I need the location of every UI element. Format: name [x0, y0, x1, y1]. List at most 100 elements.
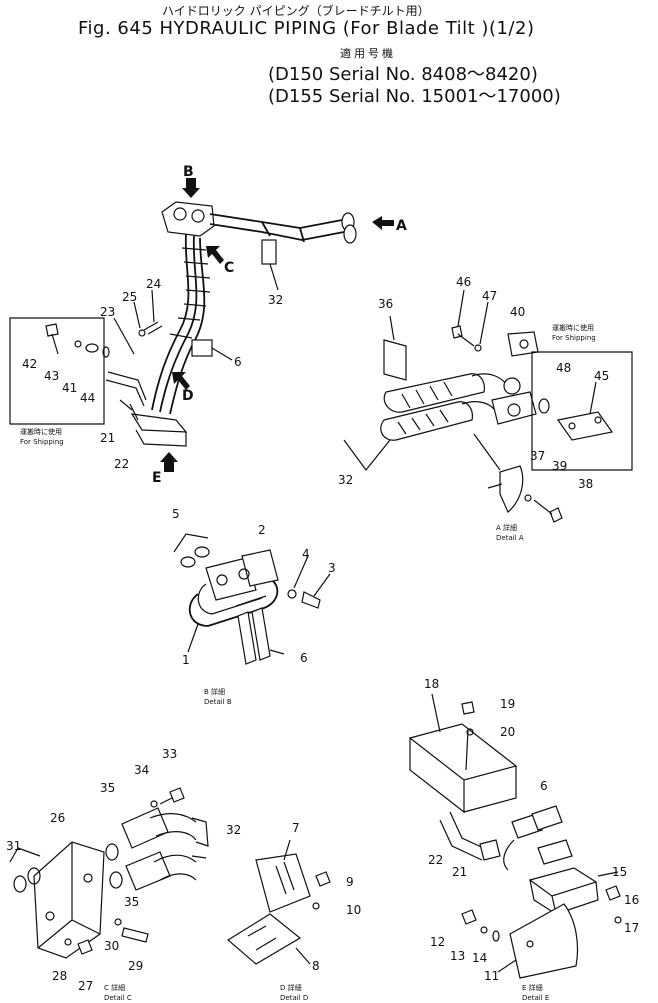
leader-21 — [119, 399, 133, 411]
figure-title: Fig. 645 HYDRAULIC PIPING (For Blade Til… — [78, 18, 535, 39]
oring-35a — [105, 843, 119, 861]
main-assembly — [9, 178, 394, 472]
part-26: 26 — [50, 811, 65, 825]
part-31: 31 — [6, 839, 21, 853]
arrow-label-a: A — [396, 218, 407, 234]
fitting-41 — [85, 343, 99, 353]
part-39: 39 — [552, 459, 567, 473]
bolt-16 — [605, 885, 621, 901]
serial-range-d155: (D155 Serial No. 15001～17000) — [268, 86, 561, 107]
detail-d — [226, 839, 331, 965]
washer-47 — [474, 344, 482, 352]
hose-2 — [159, 235, 198, 413]
part-22: 22 — [114, 457, 129, 471]
leader-4 — [293, 555, 309, 589]
leader-32-a — [343, 439, 391, 471]
leader-11 — [497, 959, 517, 973]
shipping-note-en: For Shipping — [20, 438, 64, 446]
shipping-box-a — [531, 351, 633, 471]
flange-a — [491, 391, 537, 425]
plate-45-hole — [594, 416, 602, 424]
washer-43 — [74, 340, 82, 348]
part-12: 12 — [430, 935, 445, 949]
washer-10 — [312, 902, 320, 910]
part-47: 47 — [482, 289, 497, 303]
clamp-8 — [226, 913, 302, 965]
block-26-hole — [83, 873, 93, 883]
pipe-upper — [209, 213, 343, 229]
pipe-lower — [209, 223, 345, 241]
part-45: 45 — [594, 369, 609, 383]
oring-31b — [27, 867, 41, 885]
pipe-c-bends — [149, 813, 197, 881]
part-13: 13 — [450, 949, 465, 963]
washer-34 — [150, 800, 158, 808]
leader-36 — [389, 315, 395, 341]
part-2: 2 — [258, 523, 266, 537]
hose-1 — [151, 233, 190, 411]
block-15-sides — [529, 879, 599, 916]
part-48: 48 — [556, 361, 571, 375]
detail-d-jp: D 詳細 — [280, 983, 302, 992]
tube-21-22 — [105, 371, 147, 407]
leader-24 — [151, 289, 155, 323]
part-25: 25 — [122, 290, 137, 304]
bracket-36 — [383, 339, 407, 381]
leader-15 — [597, 871, 619, 877]
applicable-models-jp: 適用号機 — [340, 47, 396, 60]
fitting-6-top — [235, 595, 267, 607]
plate-45-hole — [568, 422, 576, 430]
detail-a-jp: A 詳細 — [496, 523, 517, 532]
arrow-label-c: C — [224, 260, 234, 276]
bolt-9 — [315, 871, 331, 887]
pipe-flange — [343, 224, 357, 244]
bolt-27 — [77, 939, 93, 955]
part-30: 30 — [104, 939, 119, 953]
clamp-7-slot — [275, 861, 295, 895]
part-15: 15 — [612, 865, 627, 879]
leader-1 — [187, 623, 199, 653]
flange-a-port — [507, 403, 521, 417]
oring-35b — [109, 871, 123, 889]
arrow-d — [172, 372, 190, 390]
part-6-b: 6 — [300, 651, 308, 665]
valve-port — [191, 209, 205, 223]
block-26-edges — [37, 842, 101, 949]
part-34: 34 — [134, 763, 149, 777]
part-20: 20 — [500, 725, 515, 739]
leader-25 — [133, 301, 141, 329]
detail-c-jp: C 詳細 — [104, 983, 125, 992]
clamp-8-ribs — [247, 925, 277, 951]
leader-6 — [211, 347, 233, 361]
detail-b-en: Detail B — [204, 698, 232, 706]
part-32-c: 32 — [226, 823, 241, 837]
part-6-e: 6 — [540, 779, 548, 793]
part-32: 32 — [268, 293, 283, 307]
arrow-label-e: E — [152, 470, 162, 486]
oring-5b — [194, 546, 210, 558]
block-2-port — [216, 574, 228, 586]
washer-14 — [492, 930, 500, 942]
bolt-24 — [143, 321, 163, 335]
part-4: 4 — [302, 547, 310, 561]
shipping-note-a-en: For Shipping — [552, 334, 596, 342]
fitting-6a — [237, 611, 257, 665]
part-6: 6 — [234, 355, 242, 369]
fitting-e-21 — [479, 839, 501, 861]
leader-22 — [129, 403, 139, 421]
part-36: 36 — [378, 297, 393, 311]
serial-range-d150: (D150 Serial No. 8408～8420) — [268, 64, 538, 85]
oring-5 — [180, 556, 196, 568]
fitting-e-tube — [503, 839, 515, 871]
washer-39 — [524, 494, 532, 502]
leader-18 — [431, 693, 441, 733]
part-28: 28 — [52, 969, 67, 983]
detail-b-jp: B 詳細 — [204, 687, 225, 696]
part-24: 24 — [146, 277, 161, 291]
washer-28 — [64, 938, 72, 946]
labels: B A C D E 運搬時に使用 For Shipping 運搬時に使用 For… — [6, 164, 639, 1002]
block-2b — [241, 549, 279, 587]
guard-11 — [509, 903, 579, 979]
part-27: 27 — [78, 979, 93, 993]
washer-30 — [114, 918, 122, 926]
